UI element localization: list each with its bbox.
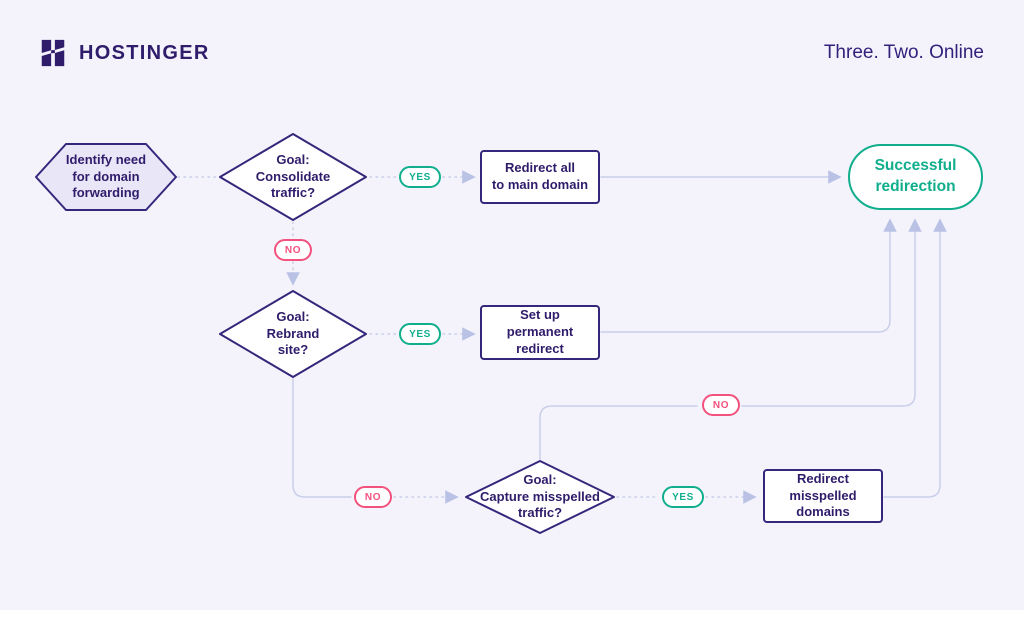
process1-box	[480, 150, 600, 204]
no-pill-3: NO	[702, 394, 740, 416]
no-pill-2: NO	[354, 486, 392, 508]
brand-lockup: HOSTINGER	[38, 38, 210, 68]
connector-process2-to-end	[600, 218, 897, 333]
yes-pill-3: YES	[662, 486, 704, 508]
process3-box	[763, 469, 883, 523]
connector-no3-to-end	[741, 218, 922, 407]
start-hexagon	[35, 143, 177, 211]
yes-pill-2: YES	[399, 323, 441, 345]
decision1-diamond	[219, 133, 367, 221]
brand-wordmark: HOSTINGER	[79, 41, 210, 64]
bottom-strip	[0, 610, 1024, 617]
process2-box	[480, 305, 600, 360]
connector-process3-to-end	[883, 218, 947, 498]
connector-decision3-to-no3	[539, 405, 698, 460]
end-stadium	[848, 144, 983, 210]
decision2-diamond	[219, 290, 367, 378]
decision3-diamond	[465, 460, 615, 534]
connector-decision2-to-no2	[292, 378, 352, 498]
yes-pill-1: YES	[399, 166, 441, 188]
tagline: Three. Two. Online	[823, 42, 984, 63]
no-pill-1: NO	[274, 239, 312, 261]
hostinger-logo-icon	[41, 39, 65, 67]
